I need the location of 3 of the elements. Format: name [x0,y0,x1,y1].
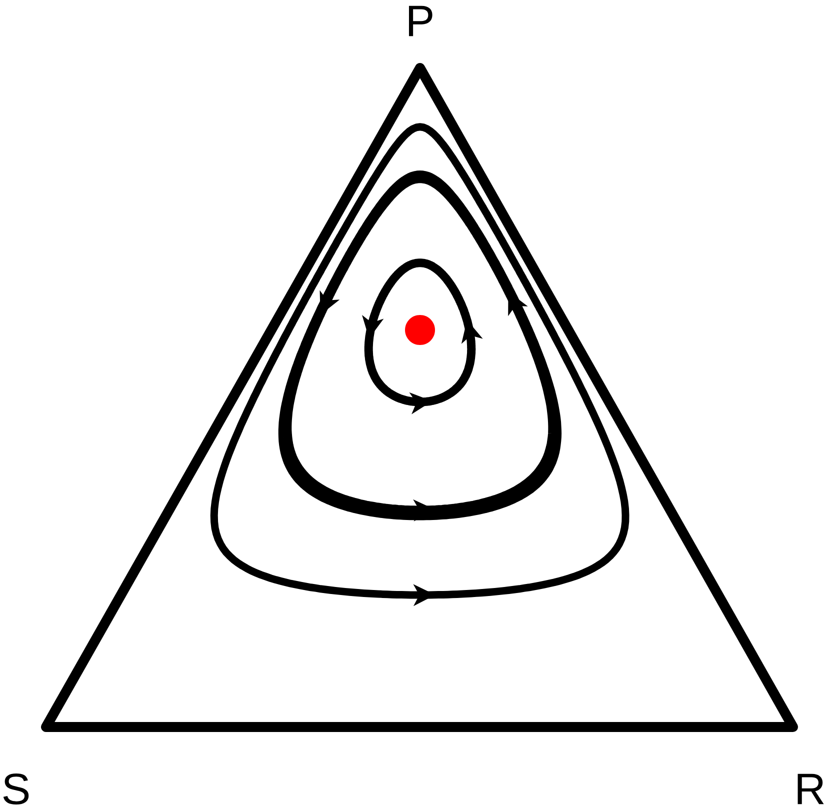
vertex-label: S [3,773,29,804]
vertex-label: R [798,774,824,804]
vertex-label: P [408,6,432,36]
